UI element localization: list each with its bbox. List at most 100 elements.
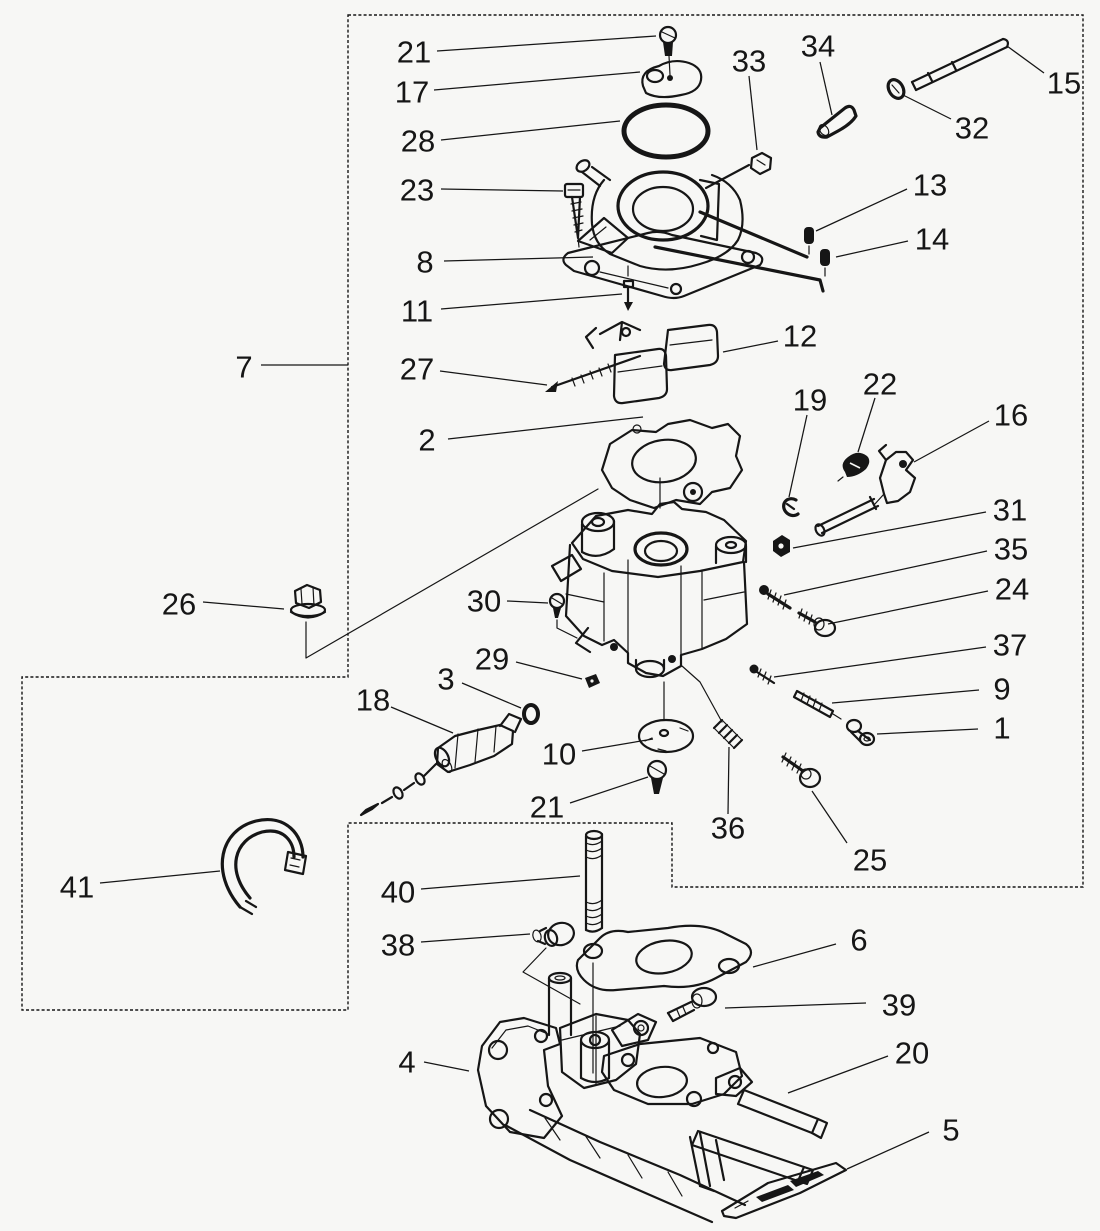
leader-line-40: [420, 875, 581, 890]
part-label-21-top: 21: [397, 35, 431, 70]
part-gasket-6: [575, 924, 753, 992]
leader-line-18: [390, 706, 454, 734]
part-label-25: 25: [853, 843, 887, 878]
leader-line-36: [727, 746, 730, 815]
part-bolt-38: [522, 921, 581, 1005]
part-label-41: 41: [60, 870, 94, 905]
part-solenoid-18: [359, 712, 523, 817]
part-diaphragm-10: [637, 718, 695, 754]
leader-line-12: [722, 340, 779, 353]
part-label-30: 30: [467, 584, 501, 619]
leader-line-4: [423, 1061, 470, 1072]
part-clip-29: [585, 674, 600, 688]
part-clip-19: [782, 497, 800, 518]
leader-line-35: [783, 550, 988, 596]
leader-line-9: [831, 689, 980, 704]
part-label-12: 12: [783, 319, 817, 354]
leader-line-32: [902, 94, 952, 120]
part-pin-27: [545, 354, 642, 392]
part-stud-40: [584, 829, 604, 933]
leader-line-23: [440, 188, 564, 192]
part-label-1: 1: [993, 711, 1010, 746]
leader-line-13: [815, 188, 908, 232]
part-lever-16: [814, 443, 917, 537]
part-label-31: 31: [993, 493, 1027, 528]
leader-line-24: [827, 590, 989, 625]
part-spring-22: [837, 452, 870, 482]
connector-nut-26-to-stud: [305, 488, 599, 659]
part-bolt-25: [781, 752, 822, 789]
part-manifold-4: [476, 971, 754, 1224]
part-label-11: 11: [401, 294, 433, 329]
part-label-21-mid: 21: [530, 790, 564, 825]
part-label-22: 22: [863, 367, 897, 402]
leader-line-6: [752, 943, 837, 968]
leader-line-27: [439, 370, 548, 386]
part-label-38: 38: [381, 928, 415, 963]
part-bolt-24: [797, 608, 837, 638]
leader-line-17: [433, 71, 641, 91]
part-rod-15: [910, 37, 1009, 92]
part-o-ring-28: [621, 102, 711, 160]
part-screw-21-top: [658, 25, 678, 81]
assembly-7-boundary-box: [21, 14, 1084, 1011]
part-nut-31: [773, 535, 790, 557]
part-collar-32: [886, 78, 906, 100]
part-label-9: 9: [993, 672, 1010, 707]
connector-bowl-to-spring: [681, 665, 723, 723]
leader-line-10: [581, 738, 654, 752]
leader-line-37: [773, 646, 987, 678]
leader-line-33: [748, 75, 758, 151]
part-float-chamber-body: [550, 477, 749, 679]
part-screw-23: [563, 182, 585, 248]
leader-line-34: [819, 61, 833, 116]
part-label-17: 17: [395, 75, 429, 110]
leader-line-5: [846, 1131, 930, 1170]
part-label-13: 13: [913, 168, 947, 203]
leader-line-16: [913, 420, 990, 463]
part-nut-26: [289, 583, 327, 619]
part-float-12: [584, 320, 720, 405]
part-label-39: 39: [882, 988, 916, 1023]
part-screw-35: [759, 585, 792, 610]
leader-line-8: [443, 256, 594, 262]
part-o-ring-3: [522, 703, 540, 725]
leader-line-30: [506, 600, 549, 604]
leader-line-21-top: [436, 35, 657, 52]
leader-line-41: [99, 870, 221, 884]
leader-line-39: [724, 1002, 867, 1009]
part-screw-14: [820, 249, 830, 277]
part-label-37: 37: [993, 628, 1027, 663]
part-label-10: 10: [542, 737, 576, 772]
part-pin-34: [816, 104, 858, 139]
part-label-6: 6: [850, 923, 867, 958]
part-bolt-39: [666, 986, 718, 1023]
leader-line-3: [461, 682, 522, 709]
part-screw-30: [548, 592, 578, 639]
part-screw-13: [804, 227, 814, 255]
part-label-14: 14: [915, 222, 949, 257]
part-label-23: 23: [400, 173, 434, 208]
part-pump-cover-17: [641, 59, 703, 99]
leader-line-2: [447, 416, 644, 440]
leader-line-31: [792, 511, 987, 549]
part-label-28: 28: [401, 124, 435, 159]
leader-line-25: [811, 790, 848, 844]
part-label-4: 4: [398, 1045, 415, 1080]
part-nut-33: [704, 151, 773, 190]
part-jet-1: [845, 718, 876, 747]
leader-line-38: [420, 933, 531, 943]
part-gasket-5: [720, 1161, 848, 1220]
leader-line-22: [857, 397, 876, 453]
part-label-24: 24: [995, 572, 1029, 607]
part-label-3: 3: [437, 662, 454, 697]
part-needle-11: [622, 265, 635, 311]
part-label-16: 16: [994, 398, 1028, 433]
part-label-35: 35: [994, 532, 1028, 567]
part-label-18: 18: [356, 683, 390, 718]
part-label-20: 20: [895, 1036, 929, 1071]
leader-line-15: [1006, 45, 1045, 74]
